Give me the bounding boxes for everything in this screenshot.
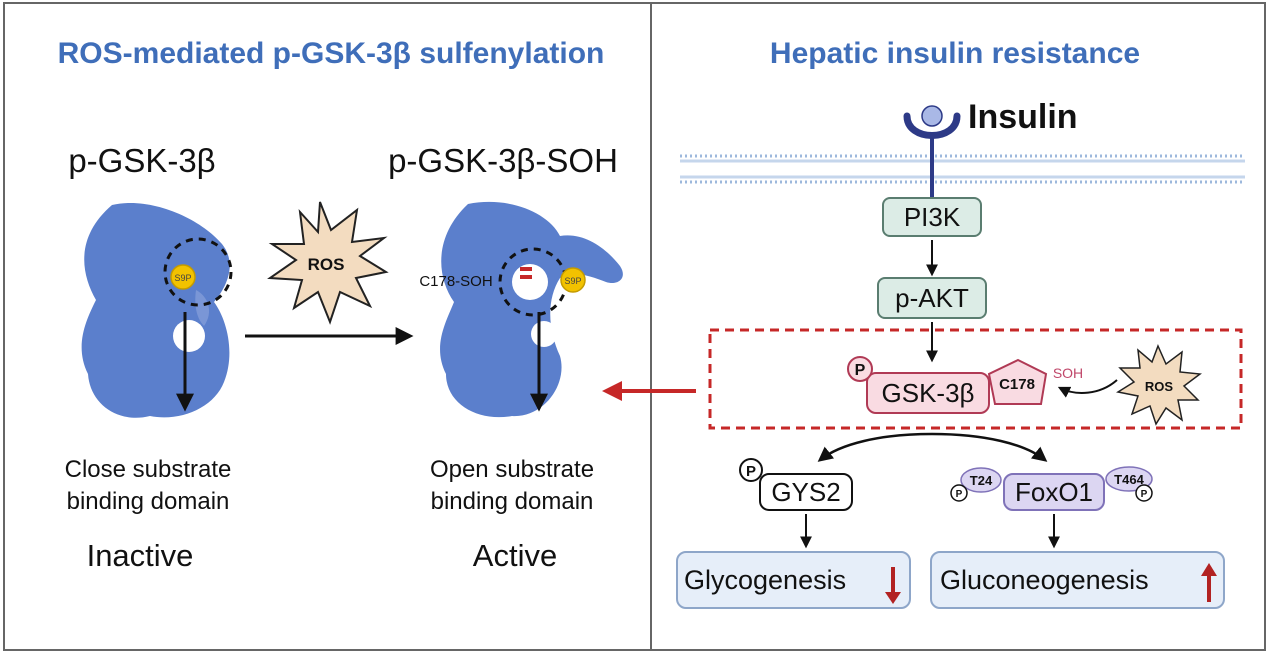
t24-label: T24 [970,473,993,488]
protein-active-label: p-GSK-3β-SOH [388,142,618,179]
pakt-label: p-AKT [895,283,969,313]
down-arrow-icon [885,567,901,604]
protein-inactive-label: p-GSK-3β [68,142,215,179]
inactive-protein-blob [81,202,230,418]
cell-membrane [680,154,1245,184]
t464-p-badge-label: P [1141,489,1148,500]
inactive-desc-line2: binding domain [67,488,230,515]
pi3k-label: PI3K [904,202,961,232]
ros-starburst-left [267,201,389,325]
c178-soh-label: C178-SOH [419,273,492,290]
left-panel-title: ROS-mediated p-GSK-3β sulfenylation [58,37,605,70]
insulin-label: Insulin [968,98,1078,136]
soh-label: SOH [1053,365,1083,381]
cys-mark-top [520,267,532,271]
gys2-p-badge [739,458,763,482]
c178-label: C178 [999,376,1035,393]
right-panel-title: Hepatic insulin resistance [770,37,1140,70]
pi3k-box [882,197,982,237]
gsk-p-badge [847,356,873,382]
gluconeogenesis-box [930,551,1225,609]
insulin-receptor-icon [903,105,961,200]
glycogenesis-box [676,551,911,609]
gsk3b-box [866,372,990,414]
inactive-desc-line1: Close substrate [65,456,232,483]
ros-to-c178-arrow [1057,379,1118,398]
foxo1-box [1003,473,1105,511]
s9p-site-inactive [170,264,196,290]
s9p-label-active: S9P [564,276,581,286]
gys2-box [759,473,853,511]
glycogenesis-label: Glycogenesis [684,565,846,595]
t464-p-badge [1135,484,1153,502]
t24-p-badge-label: P [956,489,963,500]
active-state: Active [473,538,557,573]
foxo1-label: FoxO1 [1015,477,1093,507]
c178-pentagon [987,358,1048,405]
gsk3b-label: GSK-3β [882,378,975,408]
ros-label-right: ROS [1145,379,1174,394]
inactive-state: Inactive [87,538,194,573]
active-desc-line1: Open substrate [430,456,594,483]
ros-starburst-right [1116,344,1202,426]
active-desc-line2: binding domain [431,488,594,515]
arrow-gsk-foxo1 [931,432,1048,462]
pakt-box [877,277,987,319]
cys-mark-bottom [520,275,532,279]
t24-p-badge [950,484,968,502]
gsk-p-badge-label: P [855,362,866,379]
t464-label: T464 [1114,472,1144,487]
binding-site-circle-inactive [163,237,233,307]
gluconeogenesis-label: Gluconeogenesis [940,565,1149,595]
ros-label-left: ROS [308,255,345,274]
sulfenylation-box [708,328,1243,430]
s9p-label-inactive: S9P [174,273,191,283]
s9p-site-active [560,267,586,293]
gys2-p-badge-label: P [746,463,756,480]
t24-site [960,467,1002,493]
up-arrow-icon [1201,563,1217,602]
arrow-gsk-gys2 [817,432,933,462]
gys2-label: GYS2 [771,477,840,507]
